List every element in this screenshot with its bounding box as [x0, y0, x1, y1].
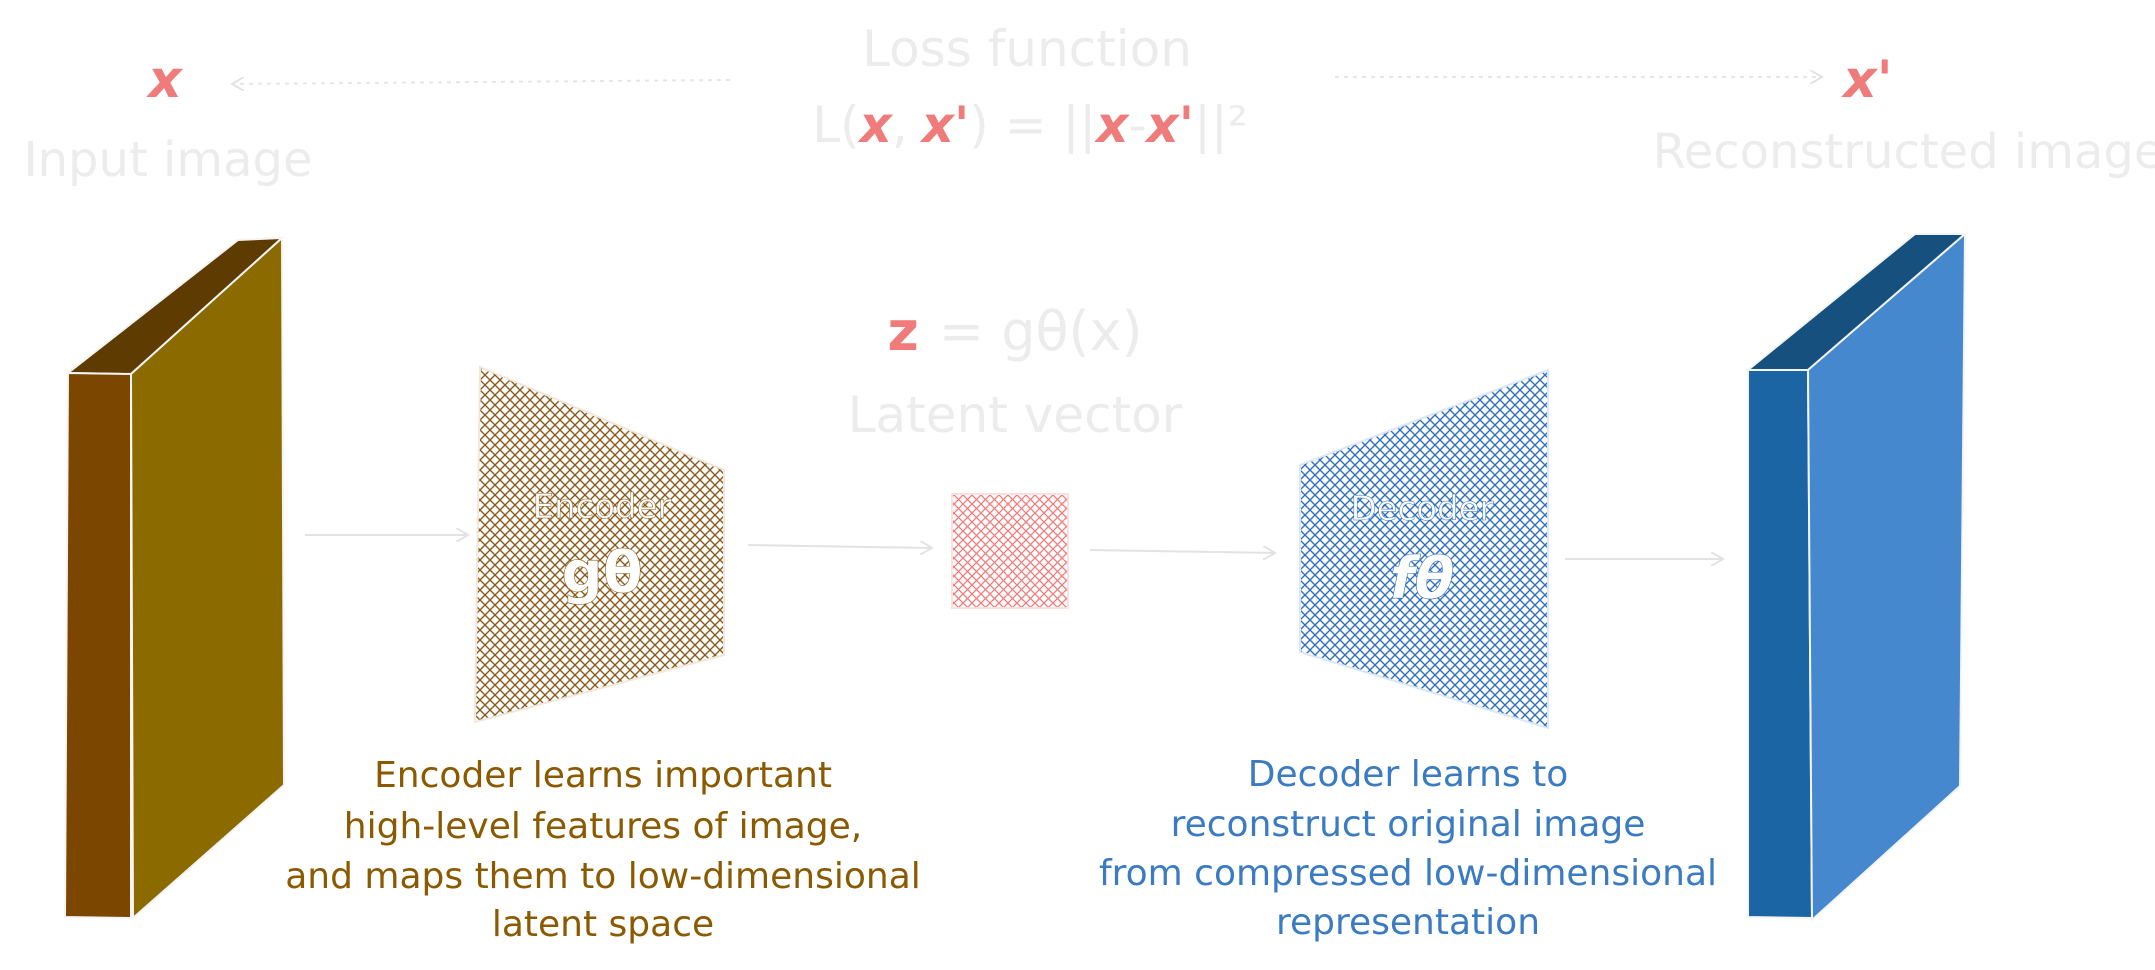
latent-vector-square [951, 493, 1069, 609]
decoder-caption: Decoder learns to reconstruct original i… [1099, 754, 1717, 943]
latent-label: Latent vector [848, 386, 1183, 444]
loss-formula-xp: x' [919, 96, 970, 154]
latent-equation: z = gθ(x) [887, 300, 1142, 363]
output-image-block [1745, 231, 1968, 923]
encoder-symbol: gθ [561, 538, 642, 606]
decoder-caption-line-1: Decoder learns to [1248, 754, 1568, 795]
loss-formula-dash: - [1128, 96, 1146, 154]
loss-formula: L(x,x') = ||x-x'||² [812, 96, 1248, 154]
input-label: Input image [23, 132, 312, 188]
output-block-side [1747, 369, 1814, 920]
decoder-block: Decoder fθ [1299, 368, 1549, 730]
arrow-latent-to-decoder [1089, 550, 1275, 553]
encoder-caption-line-3: and maps them to low-dimensional [285, 856, 921, 897]
loss-arrow-left [232, 80, 731, 84]
encoder-caption-line-4: latent space [492, 904, 714, 945]
latent-z: z [887, 300, 918, 363]
arrow-encoder-to-latent [747, 545, 932, 548]
loss-formula-prefix: L( [812, 96, 859, 154]
output-block-front [1806, 231, 1967, 923]
decoder-caption-line-3: from compressed low-dimensional [1099, 853, 1717, 894]
encoder-caption-line-1: Encoder learns important [374, 755, 832, 796]
encoder-shape [473, 365, 725, 724]
decoder-caption-line-4: representation [1276, 902, 1540, 943]
latent-equation-rhs: = gθ(x) [939, 300, 1143, 363]
encoder-name: Encoder [532, 487, 671, 527]
output-symbol: x' [1840, 50, 1892, 110]
encoder-block: Encoder gθ [473, 365, 725, 724]
loss-formula-suffix: ||² [1194, 96, 1248, 154]
loss-title: Loss function [862, 20, 1192, 78]
loss-formula-comma: , [892, 96, 908, 154]
loss-formula-x2: x [1093, 96, 1130, 154]
loss-formula-mid: ) = || [969, 96, 1096, 154]
loss-formula-xp2: x' [1144, 96, 1195, 154]
decoder-shape [1299, 368, 1549, 730]
encoder-caption: Encoder learns important high-level feat… [285, 755, 921, 945]
input-image-block [63, 235, 286, 921]
input-block-front [129, 235, 286, 921]
decoder-symbol: fθ [1389, 544, 1454, 612]
input-block-side [63, 371, 132, 920]
decoder-name: Decoder [1350, 489, 1493, 529]
loss-formula-x: x [857, 96, 894, 154]
output-label: Reconstructed image [1653, 124, 2155, 180]
encoder-caption-line-2: high-level features of image, [344, 806, 862, 847]
input-symbol: x [145, 50, 183, 110]
decoder-caption-line-2: reconstruct original image [1171, 804, 1646, 845]
